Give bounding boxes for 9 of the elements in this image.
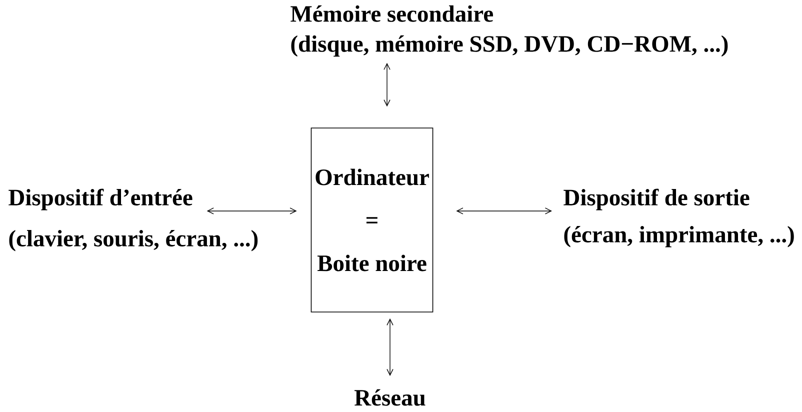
device-label: Mémoire secondaire (disque, mémoire SSD, DVD, CD−ROM, ...)	[290, 5, 728, 57]
arrow	[456, 208, 552, 214]
arrow	[206, 208, 297, 214]
arrow	[384, 62, 390, 107]
device-label: Dispositif d’entrée (clavier, souris, écran, ...)	[8, 188, 258, 252]
device-label: Réseau	[354, 389, 426, 406]
arrow	[386, 318, 394, 376]
device-label: Dispositif de sortie (écran, imprimante, ...)	[564, 188, 794, 248]
computer-box: Ordinateur = Boite noire	[310, 128, 434, 312]
